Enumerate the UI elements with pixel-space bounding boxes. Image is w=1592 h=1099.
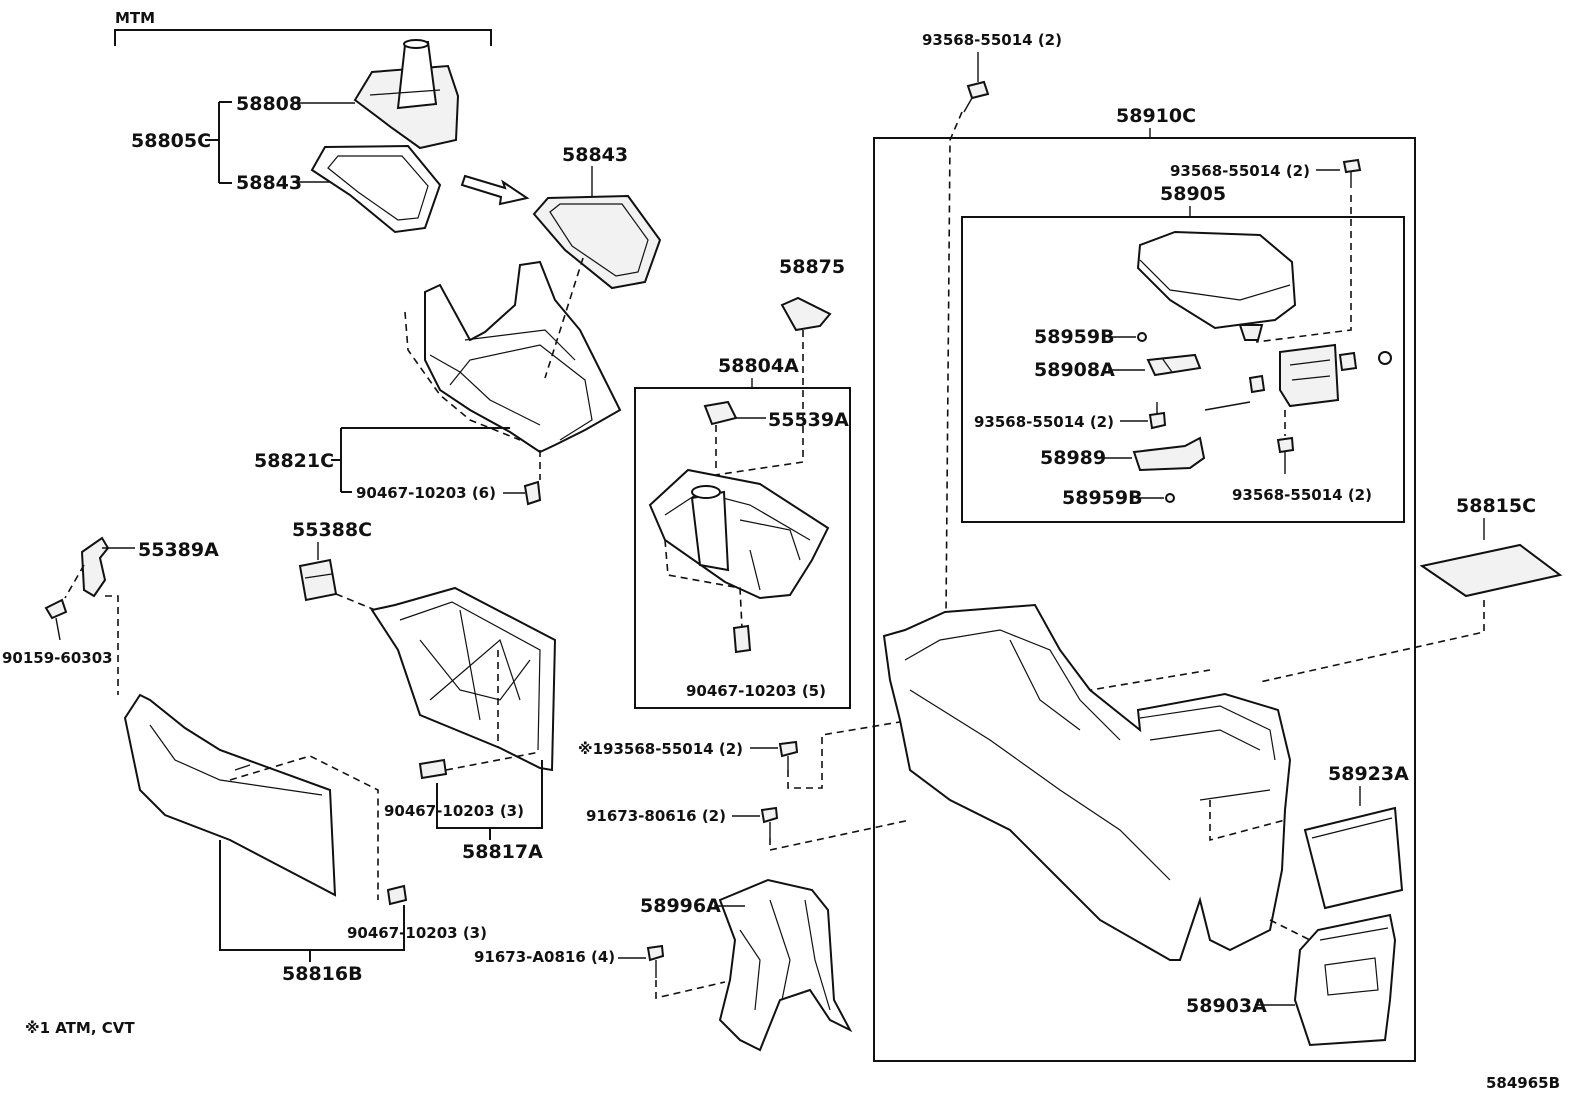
label-58989: 58989	[1040, 447, 1106, 469]
label-58996A: 58996A	[640, 895, 721, 917]
screw-93568-top	[963, 80, 990, 113]
cup-holder	[648, 468, 830, 600]
clip-90467-3a	[418, 758, 448, 780]
label-58816B: 58816B	[282, 963, 363, 985]
label-93568-l: 93568-55014 (2)	[974, 413, 1114, 431]
label-58959B-a: 58959B	[1034, 326, 1115, 348]
label-58903A: 58903A	[1186, 995, 1267, 1017]
label-58808: 58808	[236, 93, 302, 115]
label-91673-80616: 91673-80616 (2)	[586, 807, 726, 825]
hinge-assembly	[1204, 343, 1392, 411]
label-93568-r1: 93568-55014 (2)	[1170, 162, 1310, 180]
bezel-58843-left	[310, 144, 442, 234]
label-58905: 58905	[1160, 183, 1226, 205]
label-58908A: 58908A	[1034, 359, 1115, 381]
panel-58923A	[1303, 806, 1404, 910]
part-55539A	[703, 400, 738, 426]
clip-90467-6	[523, 480, 542, 506]
pin-58959B-a	[1137, 332, 1147, 342]
clip-90467-5	[732, 624, 752, 654]
screw-93568-r2	[1276, 436, 1295, 474]
mtm-label: MTM	[115, 9, 155, 27]
label-93568-top: 93568-55014 (2)	[922, 31, 1062, 49]
screw-91673-A0816	[646, 944, 665, 978]
part-58875	[780, 296, 832, 332]
screw-93568-l	[1148, 402, 1167, 430]
box-58910C	[873, 137, 1416, 1062]
diagram-id: 584965B	[1486, 1074, 1560, 1092]
label-58875: 58875	[779, 256, 845, 278]
label-90467-3b: 90467-10203 (3)	[347, 924, 487, 942]
label-58815C: 58815C	[1456, 495, 1536, 517]
lower-console-58816B	[123, 693, 337, 897]
screw-93568-r1	[1342, 158, 1362, 188]
screw-90159	[44, 598, 68, 641]
direction-arrow	[460, 174, 530, 206]
label-58910C: 58910C	[1116, 105, 1196, 127]
label-58817A: 58817A	[462, 841, 543, 863]
label-58821C: 58821C	[254, 450, 334, 472]
label-58843-left: 58843	[236, 172, 302, 194]
box-58905	[961, 216, 1405, 523]
latch-58908A	[1146, 353, 1202, 377]
mat-58815C	[1419, 543, 1563, 598]
main-console-body	[882, 603, 1292, 961]
label-90467-6: 90467-10203 (6)	[356, 484, 496, 502]
bracket-55389A	[80, 536, 110, 598]
shift-boot-58808	[353, 39, 460, 150]
label-93568-r2: 93568-55014 (2)	[1232, 486, 1372, 504]
label-58804A: 58804A	[718, 355, 799, 377]
label-90467-5: 90467-10203 (5)	[686, 682, 826, 700]
label-58805C: 58805C	[131, 130, 211, 152]
clip-90467-3b	[386, 884, 408, 906]
pin-58959B-b	[1165, 493, 1175, 503]
mtm-bracket: MTM	[114, 9, 492, 46]
screw-91673-80616	[760, 806, 779, 838]
armrest-lid	[1136, 230, 1297, 341]
label-55539A: 55539A	[768, 409, 849, 431]
side-panel-58817A	[370, 586, 557, 772]
part-58989	[1132, 436, 1206, 472]
label-55389A: 55389A	[138, 539, 219, 561]
footnote-atm-cvt: ※1 ATM, CVT	[25, 1019, 135, 1037]
label-93568-x1: ※193568-55014 (2)	[578, 740, 743, 758]
bezel-58843-right	[532, 194, 662, 290]
label-58843-right: 58843	[562, 144, 628, 166]
clip-55388C	[298, 558, 338, 602]
panel-58903A	[1293, 913, 1397, 1047]
label-90159: 90159-60303	[2, 649, 113, 667]
label-58959B-b: 58959B	[1062, 487, 1143, 509]
label-90467-3a: 90467-10203 (3)	[384, 802, 524, 820]
screw-93568-x1	[778, 740, 799, 770]
label-55388C: 55388C	[292, 519, 372, 541]
console-panel-58821C	[424, 260, 622, 454]
bracket-58996A	[718, 878, 853, 1052]
label-58923A: 58923A	[1328, 763, 1409, 785]
label-91673-A0816: 91673-A0816 (4)	[474, 948, 615, 966]
box-58804A	[634, 387, 851, 709]
